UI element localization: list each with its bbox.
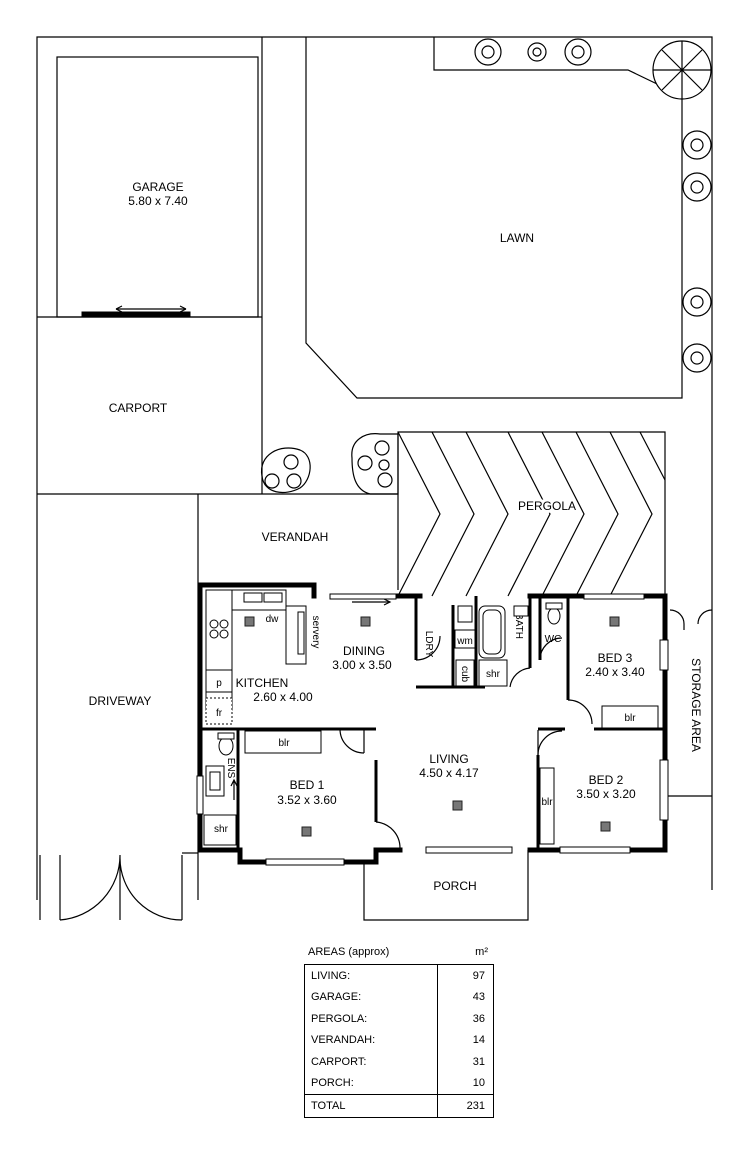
ldry-label: LDRY [423,631,434,658]
kitchen-name: KITCHEN [236,676,289,690]
living-name: LIVING [429,752,468,766]
bed2-blr-box [539,767,555,845]
ensuite-fixtures [203,732,238,846]
lawn-outline [305,37,683,399]
bed2-name: BED 2 [589,773,624,787]
kitchen-fixtures [205,589,307,725]
fridge-label: fr [216,708,223,719]
floor-plan: GARAGE 5.80 x 7.40 CARPORT LAWN PE [36,36,713,921]
porch-outline [363,850,529,921]
wc-toilet [547,607,561,625]
bath-label: BATH [513,613,524,639]
pergola-beams [397,431,666,597]
wm-label: wm [456,636,473,647]
porch-label: PORCH [433,879,476,893]
driveway-label: DRIVEWAY [89,694,152,708]
bed3-blr-label: blr [624,713,636,724]
areas-row: GARAGE:43 [305,986,493,1008]
areas-header: AREAS (approx) m² [304,946,494,964]
bed3-name: BED 3 [598,651,633,665]
bed1-dims: 3.52 x 3.60 [277,793,337,807]
bed1-blr-label: blr [278,738,290,749]
light-markers [244,616,620,837]
ens-label: ENS [225,758,236,779]
areas-row: LIVING:97 [305,965,493,987]
storage-label: STORAGE AREA [689,658,703,752]
bed1-name: BED 1 [290,778,325,792]
shrub-icon [260,433,399,495]
bath-shr-label: shr [486,669,501,680]
areas-unit: m² [475,946,488,958]
bath-shower [478,659,508,687]
pergola-label: PERGOLA [518,499,576,513]
dw-label: dw [266,614,280,625]
bed2-blr-label: blr [541,797,553,808]
dining-dims: 3.00 x 3.50 [332,658,392,672]
bed3-blr-box [601,705,659,729]
ens-shr-label: shr [214,824,229,835]
windows [196,593,669,866]
kitchen-dims: 2.60 x 4.00 [253,690,313,704]
living-dims: 4.50 x 4.17 [419,766,479,780]
doors [339,635,593,849]
garage-dims: 5.80 x 7.40 [128,194,188,208]
bed1-blr-box [244,730,322,754]
servery-label: servery [310,616,321,649]
areas-row: VERANDAH:14 [305,1029,493,1051]
wm-box [454,629,476,649]
verandah-label: VERANDAH [262,530,329,544]
lawn-label: LAWN [500,231,534,245]
lot-boundary [36,36,713,900]
dining-name: DINING [343,644,385,658]
bed2-dims: 3.50 x 3.20 [576,787,636,801]
pergola-outline [397,431,666,596]
wc-label: WC [545,634,562,645]
cub-label: cub [459,666,470,683]
areas-row: PORCH:10 [305,1072,493,1094]
carport-label: CARPORT [109,401,168,415]
areas-row: PERGOLA:36 [305,1008,493,1030]
pantry-label: p [216,678,222,689]
cub-box [455,659,475,687]
areas-title: AREAS (approx) [308,946,390,958]
bed3-dims: 2.40 x 3.40 [585,665,645,679]
areas-row: CARPORT:31 [305,1051,493,1073]
interior-walls [200,596,665,850]
tree-icon [474,38,712,373]
garage-name: GARAGE [132,180,183,194]
areas-table: AREAS (approx) m² LIVING:97 GARAGE:43 PE… [304,946,494,1118]
house-walls [197,582,668,865]
driveway-gates [39,854,183,921]
areas-box: LIVING:97 GARAGE:43 PERGOLA:36 VERANDAH:… [304,964,494,1118]
